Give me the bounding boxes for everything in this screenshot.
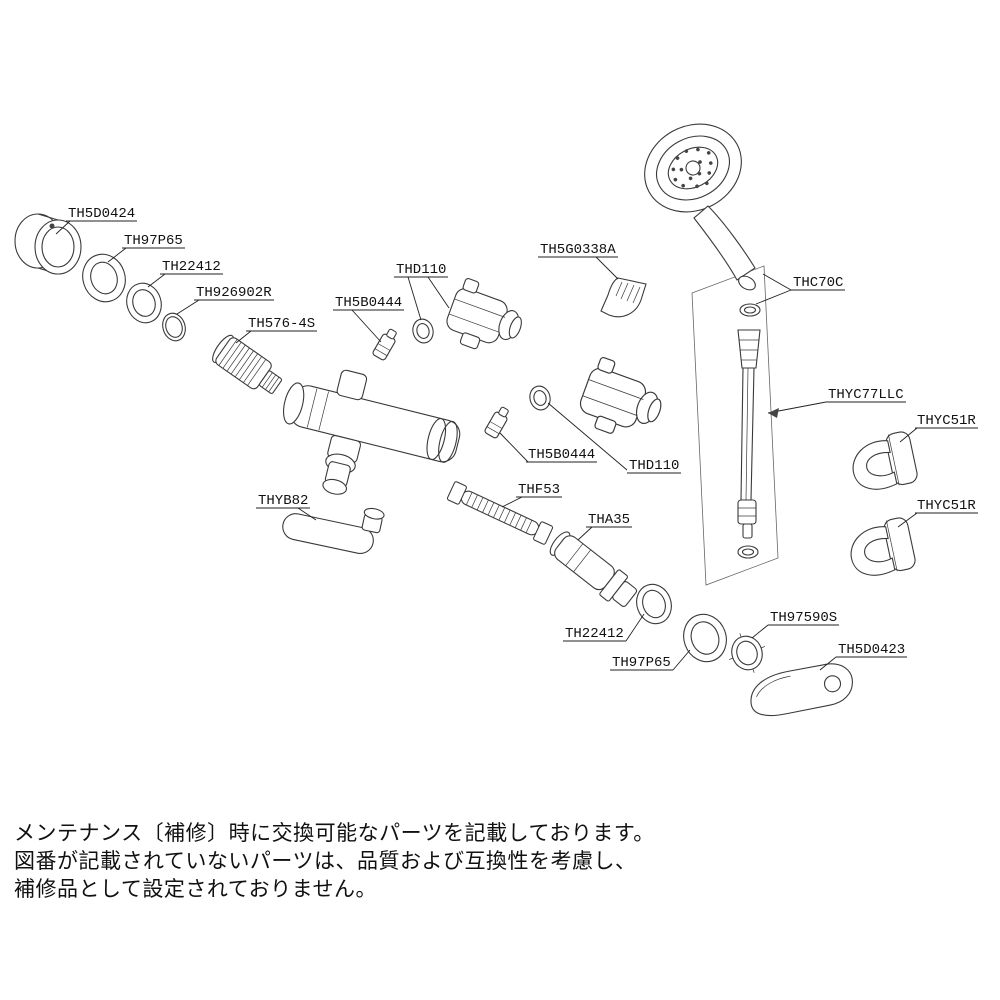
- part-label: TH97P65: [124, 233, 183, 249]
- part-holder-upper: [846, 429, 920, 495]
- part-label: THYB82: [258, 493, 308, 509]
- part-label: TH5B0444: [335, 295, 402, 311]
- maintenance-note: メンテナンス〔補修〕時に交換可能なパーツを記載しております。 図番が記載されてい…: [14, 820, 655, 904]
- part-label: TH22412: [565, 626, 624, 642]
- part-ring-th97p65-lower: [683, 613, 727, 663]
- part-label: THYC51R: [917, 413, 976, 429]
- part-washer-showerhead: [739, 303, 761, 317]
- part-label: THYC51R: [917, 498, 976, 514]
- part-labels: TH5D0424 TH97P65 TH22412 TH926902R TH576…: [68, 206, 976, 671]
- part-wall-bracket: [750, 663, 853, 717]
- part-ring-th22412-lower: [636, 583, 672, 625]
- part-ring-th22412: [126, 282, 162, 324]
- hose-group-plane: [691, 265, 779, 586]
- part-locknut-th97590s: [729, 633, 765, 673]
- part-ring-th97p65: [82, 253, 126, 303]
- part-label: TH926902R: [196, 285, 272, 301]
- part-elbow: [600, 277, 647, 318]
- part-oring-th926902r: [162, 312, 186, 342]
- note-line-2: 図番が記載されていないパーツは、品質および互換性を考慮し、: [14, 850, 637, 874]
- part-label: TH5D0423: [838, 642, 905, 658]
- part-label: THF53: [518, 482, 560, 498]
- part-diverter-top: [440, 275, 531, 362]
- part-label: THD110: [629, 458, 679, 474]
- part-gasket-top: [409, 316, 437, 346]
- part-label: TH97590S: [770, 610, 837, 626]
- part-gasket-mid: [526, 383, 554, 413]
- note-line-1: メンテナンス〔補修〕時に交換可能なパーツを記載しております。: [14, 822, 655, 845]
- part-label: TH576-4S: [248, 316, 315, 332]
- part-label: THYC77LLC: [828, 387, 904, 403]
- part-checkvalve-right: [483, 404, 513, 440]
- part-label: TH97P65: [612, 655, 671, 671]
- part-label: TH5G0338A: [540, 242, 616, 258]
- part-holder-lower: [844, 515, 918, 581]
- part-flex-hose: [446, 481, 554, 545]
- note-line-3: 補修品として設定されておりません。: [14, 878, 377, 902]
- part-handle-lever: [282, 507, 385, 554]
- part-label: THA35: [588, 512, 630, 528]
- part-faucet-body: [282, 369, 461, 495]
- part-checkvalve-left: [371, 326, 401, 362]
- part-shower-hose: [737, 329, 761, 559]
- part-shower-head: [644, 123, 756, 291]
- part-label: TH5D0424: [68, 206, 135, 222]
- part-cap: [14, 213, 82, 275]
- part-label: THD110: [396, 262, 446, 278]
- part-cartridge: [212, 334, 283, 394]
- part-label: THC70C: [793, 275, 843, 291]
- part-diverter-right: [573, 354, 672, 448]
- part-spout-unit: [549, 531, 638, 608]
- part-label: TH5B0444: [528, 447, 595, 463]
- leader-lines: [55, 220, 978, 671]
- part-label: TH22412: [162, 259, 221, 275]
